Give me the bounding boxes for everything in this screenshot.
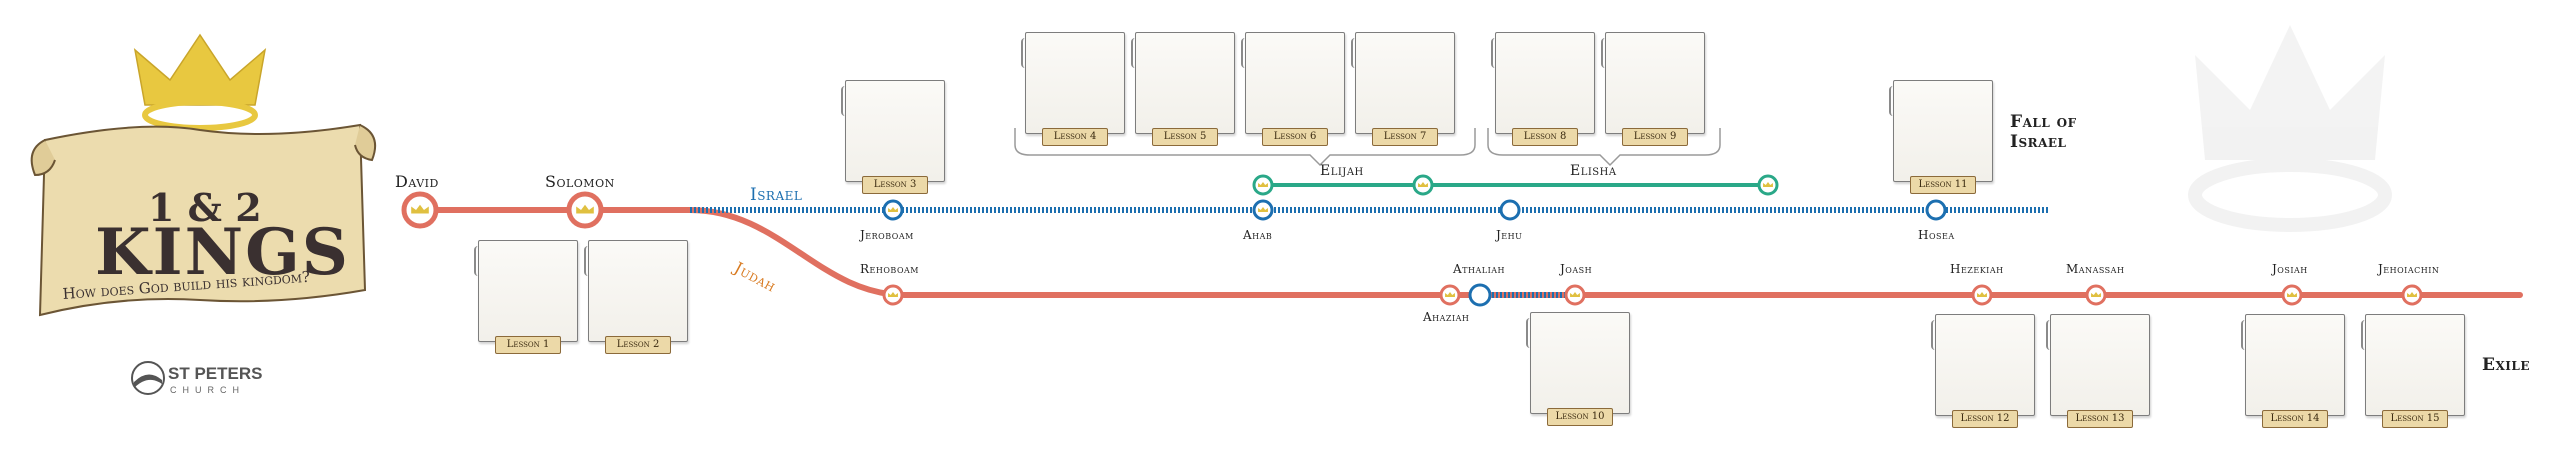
lesson-card-9[interactable]: Lesson 9 — [1601, 32, 1705, 146]
timeline-nodes — [401, 174, 2423, 307]
faded-crown-icon — [2188, 25, 2392, 232]
node-joash — [1564, 284, 1586, 306]
label-rehoboam: Rehoboam — [860, 262, 919, 276]
lesson-tag: Lesson 5 — [1152, 128, 1218, 146]
node-rehoboam — [882, 284, 904, 306]
node-athaliah — [1439, 284, 1461, 306]
title-kings: KINGS — [95, 215, 350, 290]
lesson-card-3[interactable]: Lesson 3 — [841, 80, 945, 194]
lesson-tag: Lesson 3 — [862, 176, 928, 194]
lesson-tag: Lesson 13 — [2067, 410, 2133, 428]
title-scroll — [30, 123, 376, 317]
node-manassah — [2085, 284, 2107, 306]
lesson-card-15[interactable]: Lesson 15 — [2361, 314, 2465, 428]
lesson-tag: Lesson 11 — [1910, 176, 1976, 194]
lesson-tag: Lesson 6 — [1262, 128, 1328, 146]
label-josiah: Josiah — [2272, 262, 2308, 276]
lesson-card-6[interactable]: Lesson 6 — [1241, 32, 1345, 146]
node-josiah — [2281, 284, 2303, 306]
label-jehoiachin: Jehoiachin — [2378, 262, 2440, 276]
lesson-card-10[interactable]: Lesson 10 — [1526, 312, 1630, 426]
label-solomon: Solomon — [545, 172, 615, 191]
lesson-card-12[interactable]: Lesson 12 — [1931, 314, 2035, 428]
lesson-card-11[interactable]: Lesson 11 — [1889, 80, 1993, 194]
node-ahaziah — [1468, 283, 1492, 307]
label-jeroboam: Jeroboam — [860, 228, 914, 242]
lesson-tag: Lesson 15 — [2382, 410, 2448, 428]
label-jehu: Jehu — [1496, 228, 1523, 242]
node-hezekiah — [1971, 284, 1993, 306]
node-prophet-2 — [1412, 174, 1434, 196]
node-prophet-3 — [1757, 174, 1779, 196]
lesson-card-1[interactable]: Lesson 1 — [474, 240, 578, 354]
label-joash: Joash — [1560, 262, 1593, 276]
node-jehoiachin — [2401, 284, 2423, 306]
node-prophet-1 — [1252, 174, 1274, 196]
node-david — [401, 191, 439, 229]
node-ahab — [1252, 199, 1274, 221]
label-ahaziah: Ahaziah — [1423, 310, 1470, 324]
judah-line — [417, 207, 2523, 298]
elisha-bracket — [1487, 128, 1721, 167]
lesson-card-8[interactable]: Lesson 8 — [1491, 32, 1595, 146]
lesson-tag: Lesson 10 — [1547, 408, 1613, 426]
lesson-card-13[interactable]: Lesson 13 — [2046, 314, 2150, 428]
label-david: David — [395, 172, 439, 191]
lesson-card-5[interactable]: Lesson 5 — [1131, 32, 1235, 146]
label-fall-1: Fall of — [2010, 112, 2077, 132]
lesson-tag: Lesson 7 — [1372, 128, 1438, 146]
node-solomon — [566, 191, 604, 229]
label-elisha: Elisha — [1570, 163, 1617, 179]
church-sub: CHURCH — [170, 385, 245, 395]
lesson-tag: Lesson 12 — [1952, 410, 2018, 428]
church-name: ST PETERS — [168, 364, 263, 383]
label-athaliah: Athaliah — [1453, 262, 1505, 276]
lesson-card-14[interactable]: Lesson 14 — [2241, 314, 2345, 428]
lesson-card-7[interactable]: Lesson 7 — [1351, 32, 1455, 146]
node-jeroboam — [882, 199, 904, 221]
lesson-card-2[interactable]: Lesson 2 — [584, 240, 688, 354]
lesson-tag: Lesson 9 — [1622, 128, 1688, 146]
lesson-tag: Lesson 14 — [2262, 410, 2328, 428]
lesson-tag: Lesson 8 — [1512, 128, 1578, 146]
label-elijah: Elijah — [1320, 163, 1364, 179]
node-hosea — [1925, 199, 1947, 221]
label-ahab: Ahab — [1243, 228, 1273, 242]
label-hezekiah: Hezekiah — [1950, 262, 2004, 276]
label-manassah: Manassah — [2066, 262, 2125, 276]
church-logo-icon — [131, 361, 165, 395]
label-hosea: Hosea — [1918, 228, 1955, 242]
title-numbers: 1 & 2 — [148, 185, 262, 230]
lesson-tag: Lesson 4 — [1042, 128, 1108, 146]
title-crown-icon — [133, 33, 267, 131]
label-israel: Israel — [750, 185, 803, 205]
elijah-bracket — [1014, 128, 1476, 167]
lesson-tag: Lesson 1 — [495, 336, 561, 354]
label-exile: Exile — [2482, 355, 2530, 375]
node-jehu — [1499, 199, 1521, 221]
label-fall-2: Israel — [2010, 132, 2067, 152]
lesson-card-4[interactable]: Lesson 4 — [1021, 32, 1125, 146]
lesson-tag: Lesson 2 — [605, 336, 671, 354]
